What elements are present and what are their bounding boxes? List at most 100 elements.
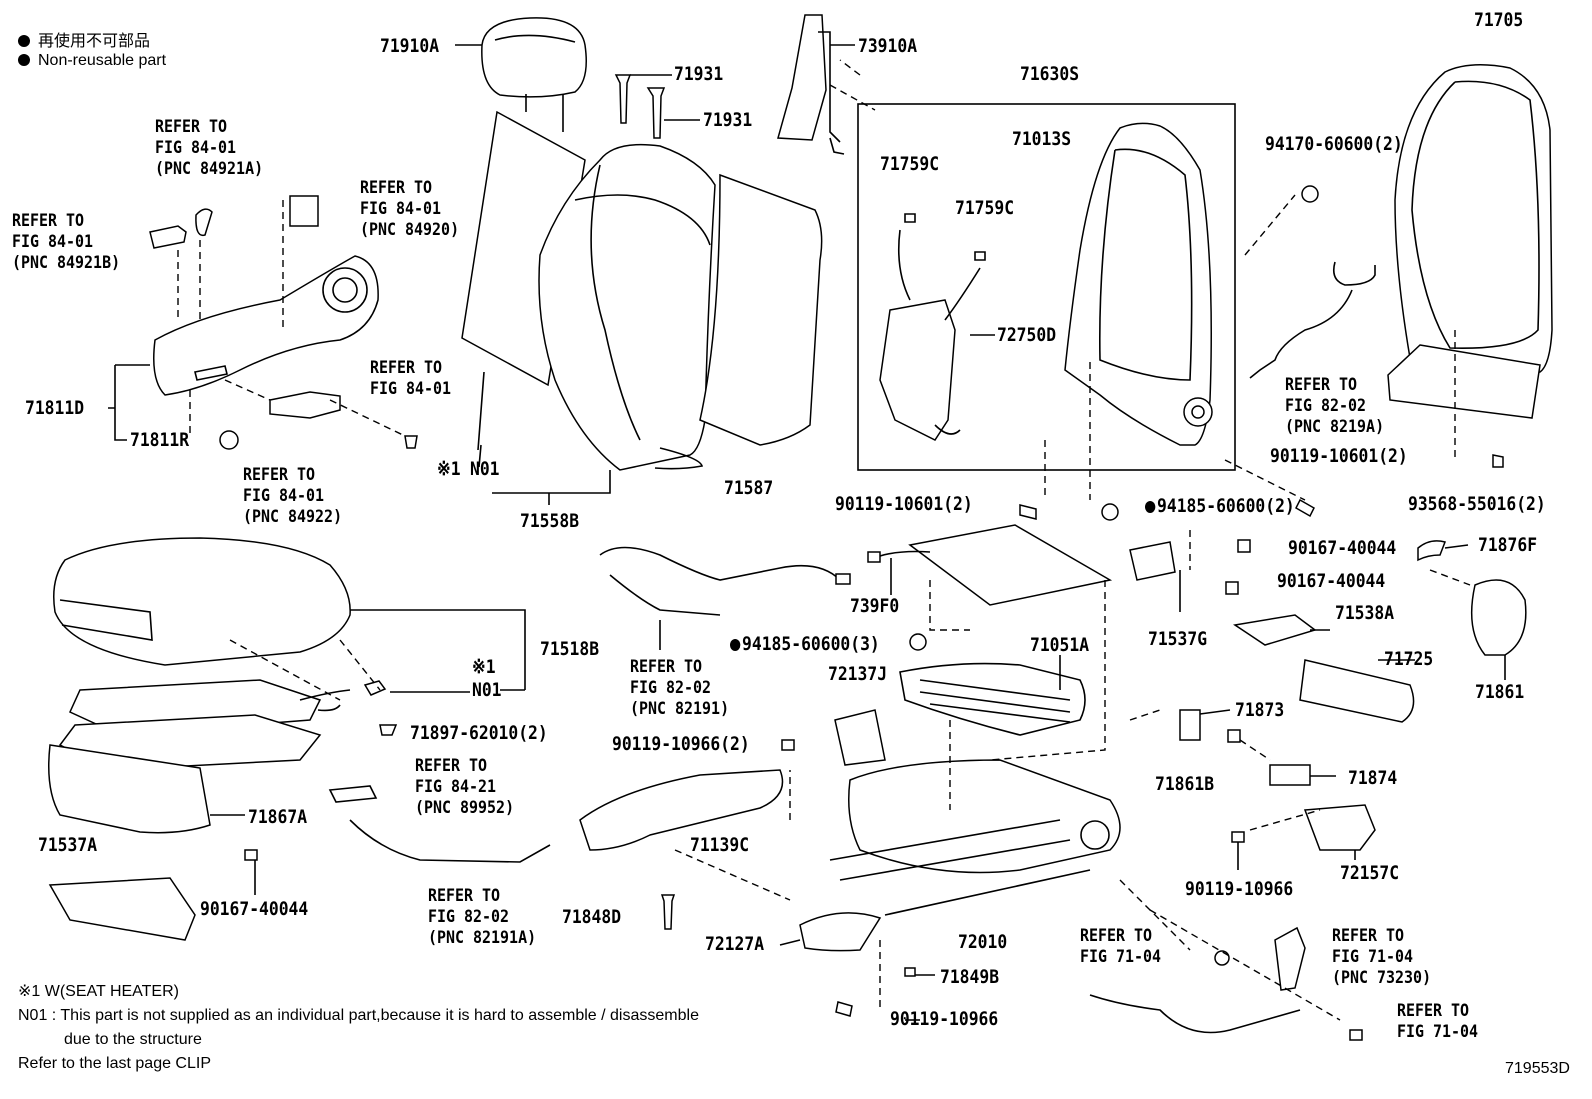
part-label[interactable]: 90119-10966 (1185, 878, 1294, 900)
part-label[interactable]: 71705 (1474, 9, 1524, 31)
refer-to-label[interactable]: REFER TO FIG 84-01 (PNC 84920) (360, 178, 460, 240)
headrest-support-1 (614, 74, 632, 124)
bolt-90167-40044-a (244, 849, 258, 861)
cover-71876F (1417, 540, 1446, 562)
cover-72127A (799, 912, 882, 952)
leader-lines (108, 44, 1506, 1021)
legend-en: Non-reusable part (18, 52, 166, 70)
bracket-71537G (1129, 541, 1176, 581)
headrest-drawing (481, 17, 587, 132)
cover-71725 (1299, 659, 1415, 723)
part-label[interactable]: 72750D (997, 324, 1057, 346)
part-label[interactable]: 71537A (38, 834, 98, 856)
seatback-cover-drawing (538, 143, 716, 471)
part-label-nonreusable[interactable]: 94185-60600(3) (730, 635, 880, 654)
harness-89952 (328, 785, 551, 863)
part-label[interactable]: 73910A (858, 35, 918, 57)
part-label[interactable]: 71538A (1335, 602, 1395, 624)
refer-to-label[interactable]: REFER TO FIG 84-01 (PNC 84921A) (155, 117, 264, 179)
part-label[interactable]: 71759C (880, 153, 940, 175)
part-label[interactable]: 93568-55016(2) (1408, 493, 1546, 515)
part-label[interactable]: 71051A (1030, 634, 1090, 656)
part-label[interactable]: 90119-10966 (890, 1008, 999, 1030)
refer-to-label[interactable]: REFER TO FIG 71-04 (1397, 1001, 1479, 1042)
part-label[interactable]: N01 (470, 458, 500, 480)
note-n01-cont: due to the structure (64, 1031, 202, 1048)
part-label[interactable]: 72010 (958, 931, 1008, 953)
cap-71811R (219, 430, 239, 450)
part-label[interactable]: 71876F (1478, 534, 1538, 556)
part-label[interactable]: 71013S (1012, 128, 1072, 150)
part-label[interactable]: N01 (472, 679, 502, 701)
part-label[interactable]: 72127A (705, 933, 765, 955)
bolt-90119-10601-right (1295, 498, 1315, 518)
part-label[interactable]: 90119-10966(2) (612, 733, 750, 755)
part-label[interactable]: 90119-10601(2) (835, 493, 973, 515)
part-label[interactable]: 71849B (940, 966, 1000, 988)
buckle-73230 (1274, 926, 1306, 991)
part-label[interactable]: 71518B (540, 638, 600, 660)
bolt-93568 (1492, 454, 1504, 468)
side-shield-71811D (153, 255, 379, 396)
switch-84922 (269, 391, 341, 419)
part-label[interactable]: 90167-40044 (1288, 537, 1397, 559)
refer-to-label[interactable]: REFER TO FIG 84-01 (370, 358, 452, 399)
refer-to-label[interactable]: REFER TO FIG 82-02 (PNC 8219A) (1285, 375, 1385, 437)
knob-84921B (149, 225, 187, 249)
part-label[interactable]: 71537G (1148, 628, 1208, 650)
bracket-71873 (1179, 709, 1201, 741)
refer-to-label[interactable]: REFER TO FIG 82-02 (PNC 82191A) (428, 886, 537, 948)
part-label[interactable]: 71587 (724, 477, 774, 499)
side-panel-73910A (777, 14, 845, 155)
washer-71-04 (1214, 950, 1230, 966)
bracket-71538A (1233, 614, 1317, 646)
part-label[interactable]: 71931 (703, 109, 753, 131)
seatback-rear-pad-drawing (699, 173, 823, 446)
bolt-90167-40044-b (1237, 539, 1251, 553)
harness-8219A (1249, 261, 1376, 379)
refer-to-label[interactable]: REFER TO FIG 82-02 (PNC 82191) (630, 657, 730, 719)
part-label[interactable]: 71861 (1475, 681, 1525, 703)
cover-72157C (1303, 804, 1376, 851)
part-label[interactable]: 90167-40044 (1277, 570, 1386, 592)
pin-71849B (904, 967, 916, 977)
refer-to-label[interactable]: REFER TO FIG 71-04 (PNC 73230) (1332, 926, 1432, 988)
part-label[interactable]: 71873 (1235, 699, 1285, 721)
part-label[interactable]: 90119-10601(2) (1270, 445, 1408, 467)
refer-to-label[interactable]: REFER TO FIG 84-01 (PNC 84921B) (12, 211, 121, 273)
part-label[interactable]: 71811R (130, 429, 190, 451)
part-label[interactable]: 71558B (520, 510, 580, 532)
part-label[interactable]: 71725 (1384, 648, 1434, 670)
part-label[interactable]: 71630S (1020, 63, 1080, 85)
refer-to-label[interactable]: REFER TO FIG 71-04 (1080, 926, 1162, 967)
part-label[interactable]: 72157C (1340, 862, 1400, 884)
non-reusable-dot-icon (730, 639, 741, 651)
nut-94185-2 (1101, 503, 1119, 521)
part-label[interactable]: 71848D (562, 906, 622, 928)
assembly-lines (177, 59, 1471, 1021)
part-label[interactable]: 739F0 (850, 595, 900, 617)
part-label[interactable]: 71861B (1155, 773, 1215, 795)
refer-to-label[interactable]: REFER TO FIG 84-01 (PNC 84922) (243, 465, 343, 527)
part-label[interactable]: 72137J (828, 663, 888, 685)
frame-assembly-box (857, 103, 1236, 471)
part-label[interactable]: 90167-40044 (200, 898, 309, 920)
cover-71861 (1470, 579, 1527, 656)
part-label-nonreusable[interactable]: 94185-60600(2) (1145, 497, 1295, 516)
part-label[interactable]: 71874 (1348, 767, 1398, 789)
clip-71897 (379, 724, 398, 736)
part-label[interactable]: 71867A (248, 806, 308, 828)
nut-71-04 (1349, 1029, 1363, 1041)
bracket-71874 (1269, 764, 1311, 786)
refer-to-label[interactable]: REFER TO FIG 84-21 (PNC 89952) (415, 756, 515, 818)
part-label[interactable]: 94170-60600(2) (1265, 133, 1403, 155)
part-label[interactable]: 71897-62010(2) (410, 722, 548, 744)
part-label[interactable]: 71931 (674, 63, 724, 85)
part-label[interactable]: 71910A (380, 35, 440, 57)
part-label[interactable]: 71811D (25, 397, 85, 419)
bolt-90119-10966-b (835, 1001, 853, 1017)
part-label[interactable]: 71759C (955, 197, 1015, 219)
bracket-71537A (48, 877, 196, 941)
part-label[interactable]: 71139C (690, 834, 750, 856)
